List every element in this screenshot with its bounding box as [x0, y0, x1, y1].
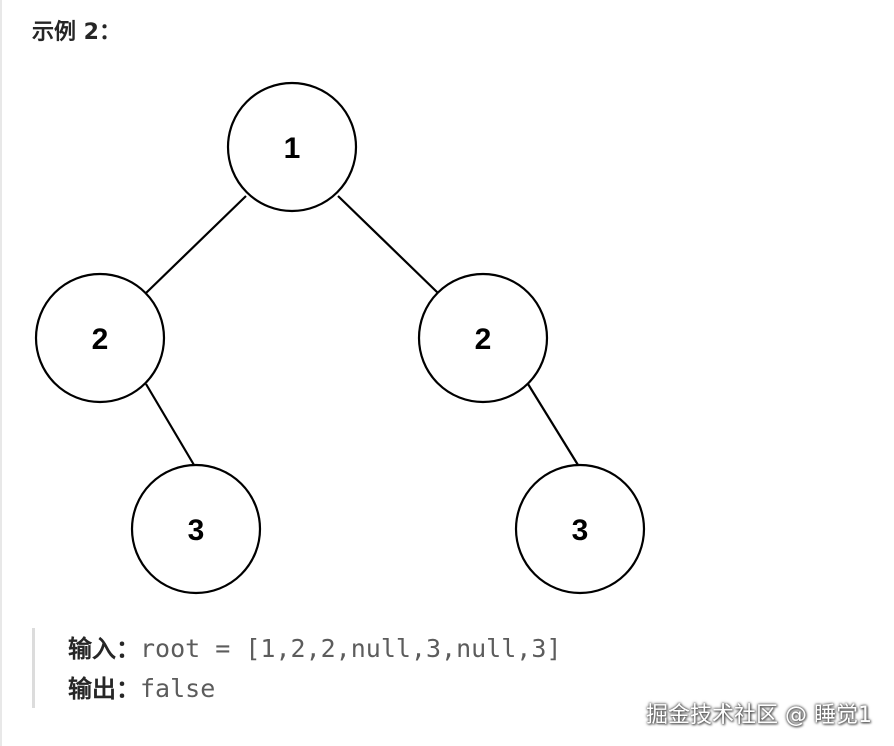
- node-label: 2: [92, 323, 109, 356]
- input-label: 输入：: [68, 635, 140, 663]
- edge-n1-n2a: [145, 195, 247, 294]
- left-border-rule: [0, 0, 2, 746]
- example-title: 示例 2：: [32, 20, 121, 45]
- node-circle: [34, 272, 166, 404]
- node-label: 3: [572, 514, 589, 547]
- tree-node-3-left: 3: [130, 463, 262, 595]
- input-value: root = [1,2,2,null,3,null,3]: [140, 634, 562, 663]
- node-label: 3: [188, 514, 205, 547]
- output-label: 输出：: [68, 675, 140, 703]
- node-label: 2: [475, 323, 492, 356]
- edge-n1-n2b: [337, 195, 439, 294]
- edge-n2a-n3a: [145, 383, 195, 466]
- binary-tree-diagram: 1 2 2 3 3: [34, 81, 646, 595]
- node-circle: [130, 463, 262, 595]
- tree-node-3-right: 3: [514, 463, 646, 595]
- node-label: 1: [284, 132, 301, 165]
- tree-node-2-left: 2: [34, 272, 166, 404]
- node-circle: [514, 463, 646, 595]
- node-circle: [226, 81, 358, 213]
- tree-node-1: 1: [226, 81, 358, 213]
- node-circle: [417, 272, 549, 404]
- edge-n2b-n3b: [527, 383, 579, 466]
- tree-node-2-right: 2: [417, 272, 549, 404]
- watermark: 掘金技术社区 @ 睡觉1: [646, 703, 872, 728]
- input-line: 输入：root = [1,2,2,null,3,null,3]: [68, 628, 561, 668]
- example-io-block: 输入：root = [1,2,2,null,3,null,3] 输出：false: [32, 628, 561, 708]
- output-value: false: [140, 674, 216, 703]
- output-line: 输出：false: [68, 668, 561, 708]
